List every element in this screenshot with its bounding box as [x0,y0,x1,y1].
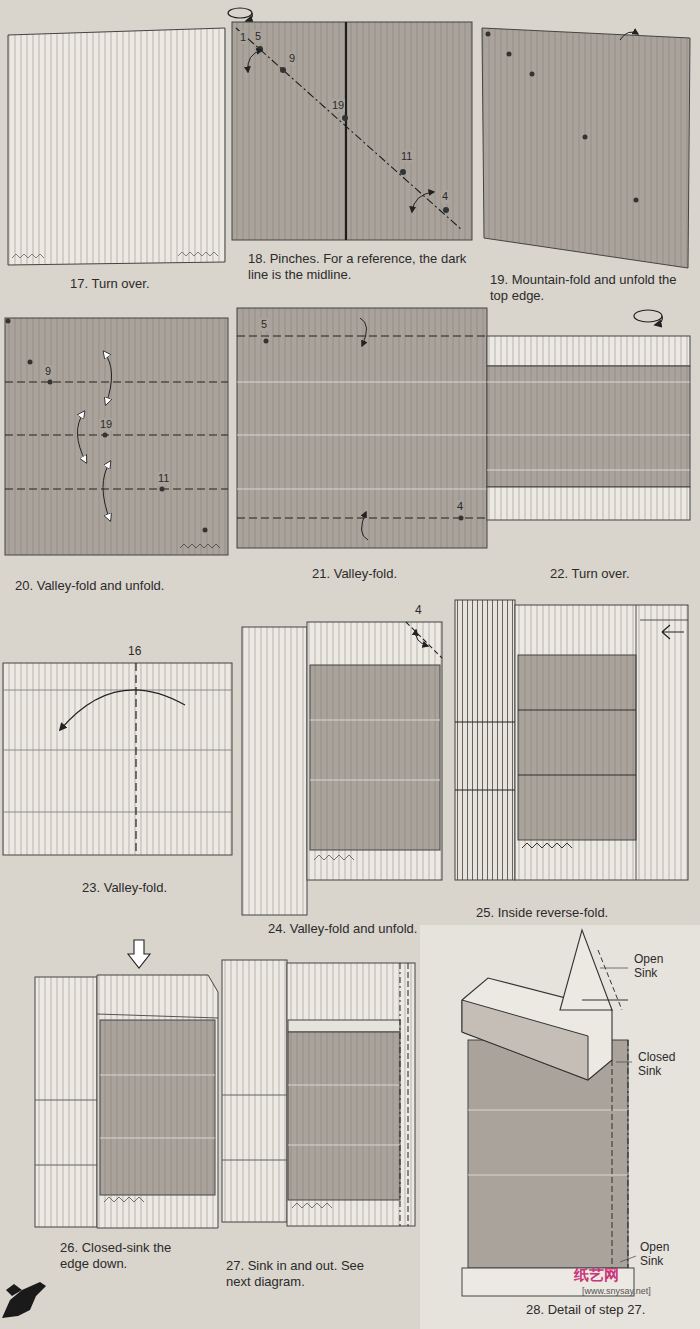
callout-number: 9 [44,365,52,378]
step-caption: 28. Detail of step 27. [526,1302,645,1318]
callout-number: 1 [239,31,247,44]
callout-number: 11 [157,472,170,485]
step-caption: 20. Valley-fold and unfold. [15,578,164,594]
step-caption: 23. Valley-fold. [82,880,167,896]
watermark-url: [www.snysay.net] [582,1286,651,1297]
callout-number: 5 [260,318,268,331]
callout-number: 9 [288,52,296,65]
step-caption: 25. Inside reverse-fold. [476,905,608,921]
step-caption: 17. Turn over. [70,276,150,292]
callout-number: 4 [441,190,449,203]
callout-number: 4 [414,603,423,617]
watermark: 纸艺网 [574,1266,619,1284]
step-caption: 27. Sink in and out. See next diagram. [226,1258,374,1289]
sink-label: Closed Sink [638,1050,694,1079]
step-caption: 26. Closed-sink the edge down. [60,1240,200,1271]
step-caption: 22. Turn over. [550,566,630,582]
step-caption: 21. Valley-fold. [312,566,397,582]
callout-number: 4 [456,500,464,513]
callout-number: 5 [254,30,262,43]
callout-number: 19 [331,99,345,112]
callout-number: 16 [127,644,142,658]
sink-label: Open Sink [640,1240,680,1269]
step-caption: 24. Valley-fold and unfold. [268,921,417,937]
step-caption: 18. Pinches. For a reference, the dark l… [248,251,470,282]
callout-number: 11 [400,150,413,163]
callout-number: 19 [99,418,113,431]
sink-label: Open Sink [634,952,674,981]
step-caption: 19. Mountain-fold and unfold the top edg… [490,272,690,303]
